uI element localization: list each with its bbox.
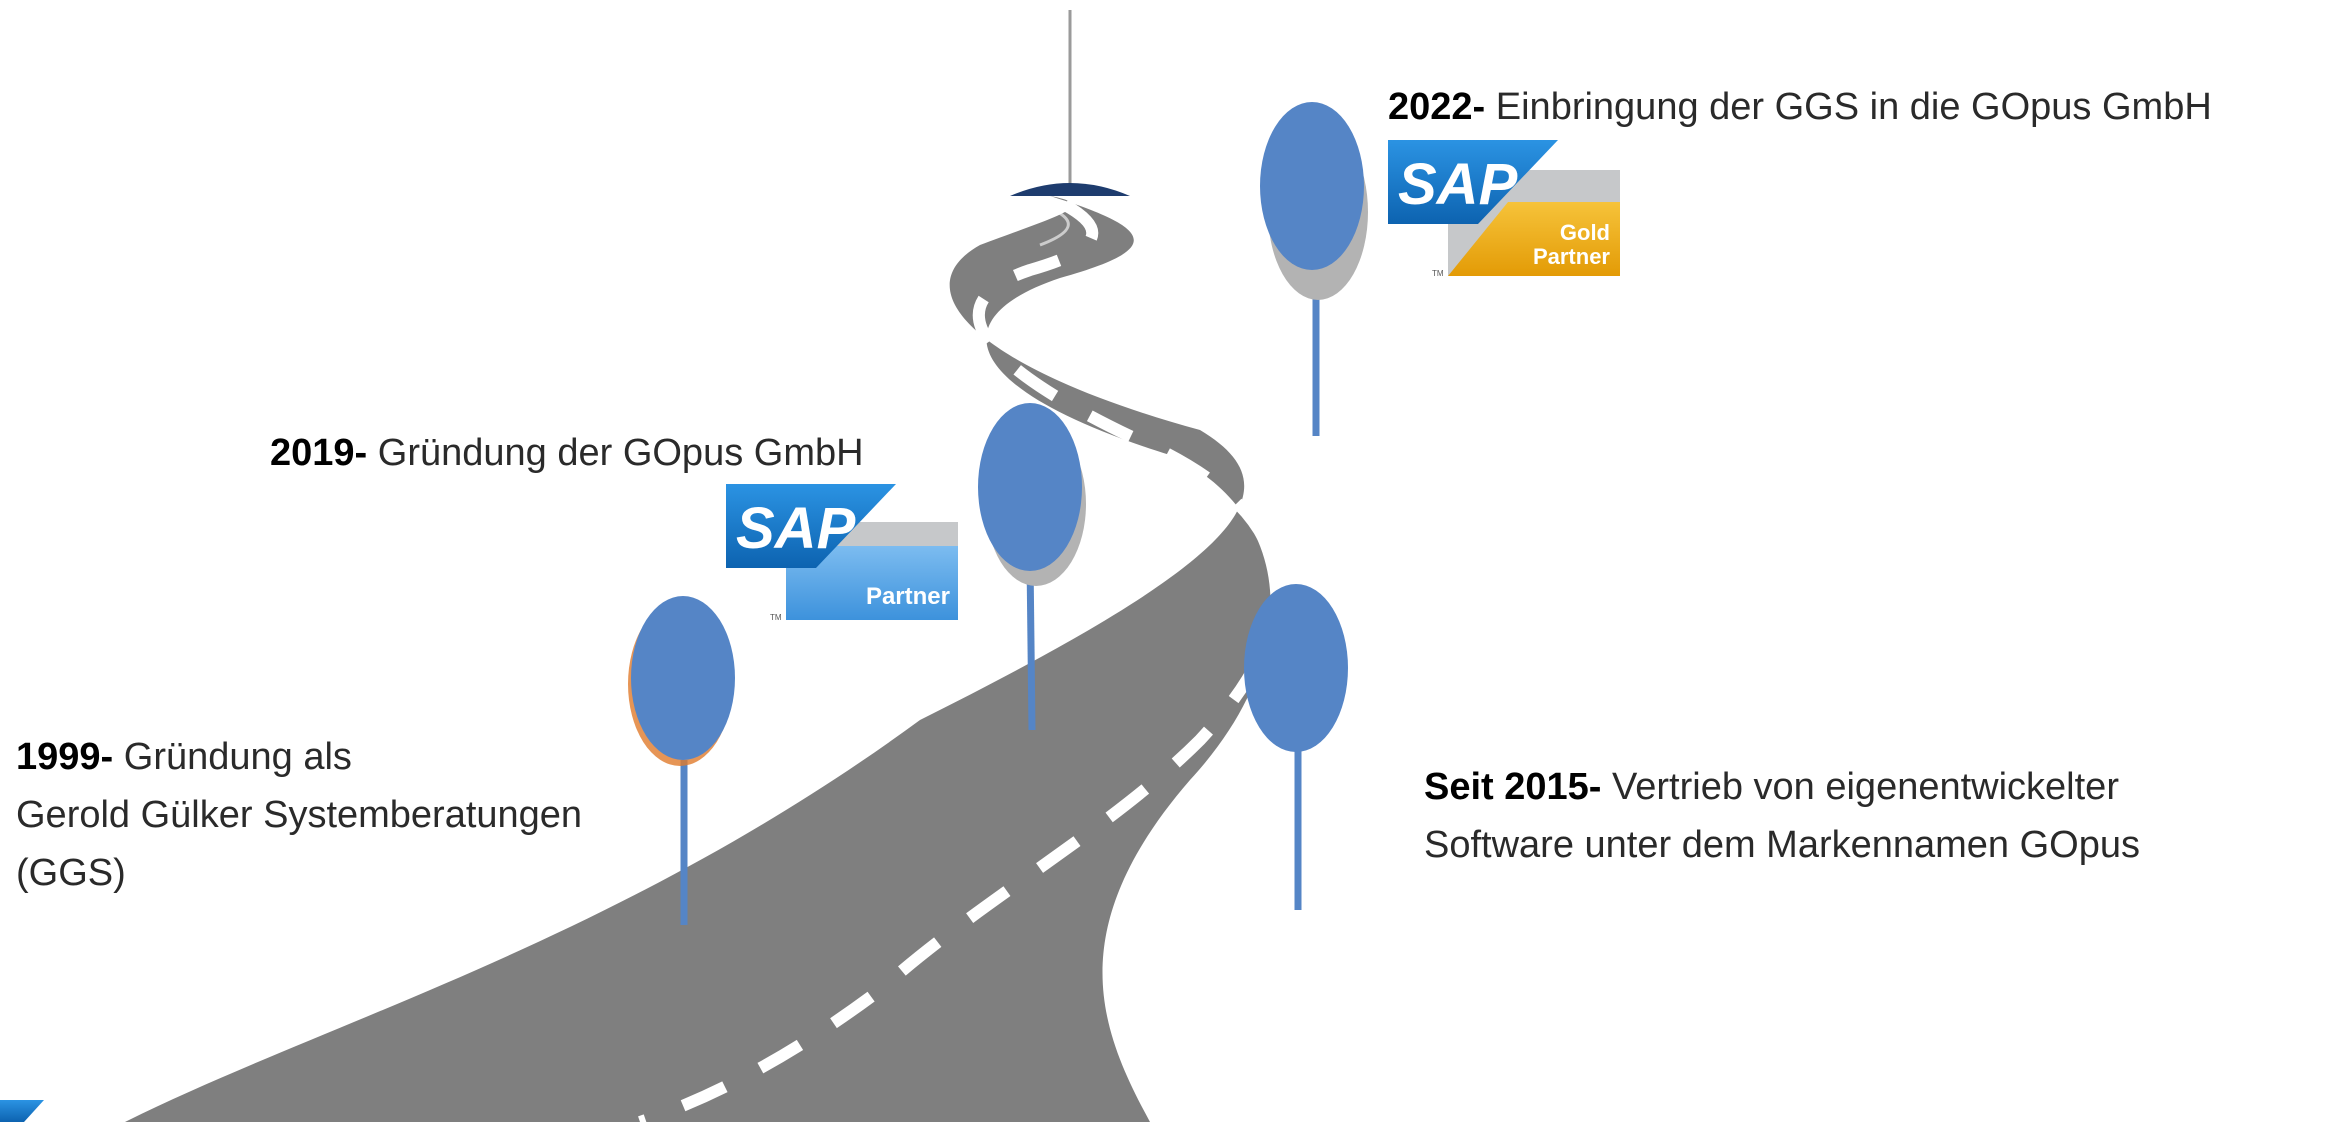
milestone-2019-text: Gründung der GOpus GmbH [377,432,864,474]
svg-text:Gold: Gold [1560,220,1610,245]
svg-text:SAP: SAP [1398,152,1518,217]
milestone-2022-year: 2022 [1388,86,1473,128]
svg-text:Partner: Partner [866,583,950,610]
milestone-2015: Seit 2015- Vertrieb von eigenentwickelte… [1424,758,2140,874]
svg-text:SAP: SAP [736,496,856,561]
pin-2015-icon [1244,584,1348,910]
sap-logo-corner [0,1100,44,1122]
sap-partner-logo: SAP Partner TM [726,484,958,622]
milestone-2015-text: Vertrieb von eigenentwickelter [1612,766,2119,808]
milestone-1999-text-3: (GGS) [16,852,126,894]
svg-text:TM: TM [1432,269,1444,278]
milestone-2019-year: 2019 [270,432,355,474]
milestone-1999-year: 1999 [16,736,101,778]
pin-2022-icon [1260,102,1368,436]
road [125,196,1271,1122]
pin-2019-icon [978,403,1086,731]
pin-1999-icon [628,596,735,925]
svg-text:TM: TM [770,613,782,622]
milestone-2019: 2019- Gründung der GOpus GmbH [270,432,864,474]
horizon-cap [1010,183,1130,196]
svg-text:Partner: Partner [1533,244,1610,269]
milestone-2015-text-2: Software unter dem Markennamen GOpus [1424,824,2141,866]
milestone-2022: 2022- Einbringung der GGS in die GOpus G… [1388,86,2212,128]
milestone-1999: 1999- Gründung als Gerold Gülker Systemb… [16,728,582,902]
milestone-2022-text: Einbringung der GGS in die GOpus GmbH [1495,86,2212,128]
milestone-2015-year: Seit 2015 [1424,766,1589,808]
milestone-1999-text: Gründung als [123,736,352,778]
sap-gold-partner-logo: SAP Gold Partner TM [1388,140,1620,278]
milestone-1999-text-2: Gerold Gülker Systemberatungen [16,794,583,836]
